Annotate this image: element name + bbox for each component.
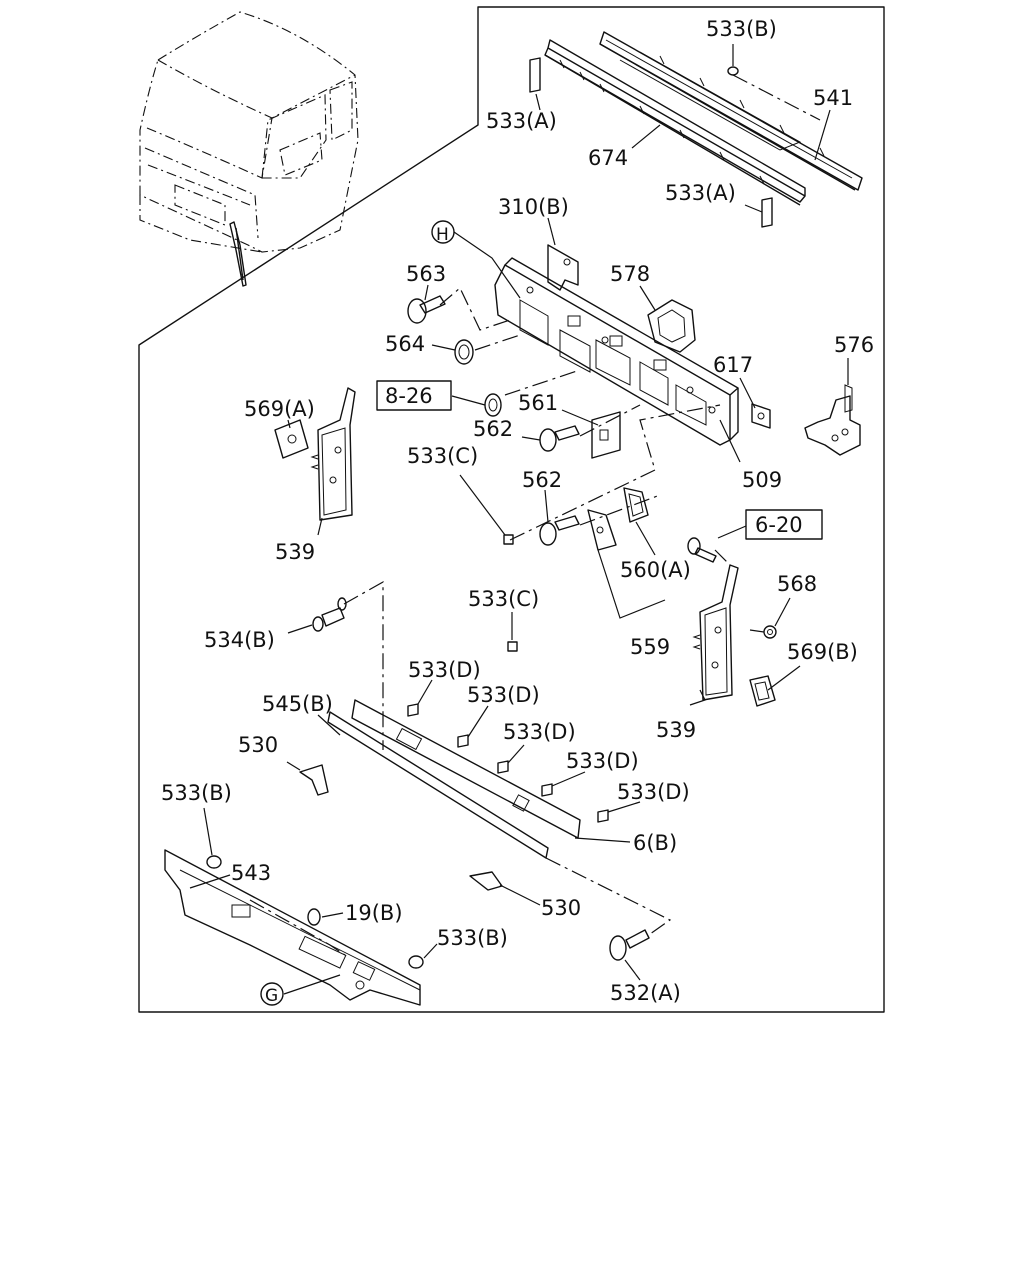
label-533C-upper: 533(C): [407, 444, 478, 468]
label-576: 576: [834, 333, 874, 357]
label-533A-right: 533(A): [665, 181, 736, 205]
part-533C-clip-upper: [503, 534, 514, 545]
part-532A-bolt: [609, 929, 650, 961]
label-539-left: 539: [275, 540, 315, 564]
part-533D-clips: [407, 703, 609, 823]
part-8-26-cap: [484, 393, 502, 417]
label-563: 563: [406, 262, 446, 286]
label-533D-3: 533(D): [503, 720, 576, 744]
part-564-grommet: [454, 339, 474, 365]
part-543-bumper-lower: [164, 849, 421, 1006]
leader-lines: [189, 44, 849, 995]
label-533B-top: 533(B): [706, 17, 777, 41]
part-533B-grommet-left: [206, 855, 222, 869]
label-533B-left: 533(B): [161, 781, 232, 805]
part-530-bracket-lower: [469, 871, 503, 891]
part-539-left-bracket: [310, 387, 356, 521]
label-533D-4: 533(D): [566, 749, 639, 773]
label-533A-top: 533(A): [486, 109, 557, 133]
ref-box-6-20: [745, 509, 823, 540]
part-569A-pad: [274, 419, 309, 459]
part-310B-bracket: [547, 244, 579, 291]
label-6-20: 6-20: [755, 513, 803, 537]
label-509: 509: [742, 468, 782, 492]
diagram-frame: [138, 6, 885, 1013]
callout-circle-h: [431, 220, 455, 244]
part-578-gasket: [647, 299, 696, 353]
label-569B: 569(B): [787, 640, 858, 664]
part-561-bracket: [591, 411, 621, 459]
part-576-bracket: [804, 384, 861, 456]
truck-cab-thumbnail: [139, 11, 359, 287]
label-559: 559: [630, 635, 670, 659]
label-541: 541: [813, 86, 853, 110]
label-6B: 6(B): [633, 831, 677, 855]
part-559-bracket: [587, 509, 617, 551]
part-563-bolt: [407, 295, 446, 324]
part-509-main-panel: [494, 257, 739, 446]
label-534B: 534(B): [204, 628, 275, 652]
label-560A: 560(A): [620, 558, 691, 582]
part-562-bolt-lower: [539, 515, 580, 546]
ref-box-8-26: [376, 380, 452, 411]
label-h: H: [436, 225, 449, 245]
label-533D-1: 533(D): [408, 658, 481, 682]
label-532A: 532(A): [610, 981, 681, 1005]
label-533D-5: 533(D): [617, 780, 690, 804]
label-569A: 569(A): [244, 397, 315, 421]
label-561: 561: [518, 391, 558, 415]
label-533B-bottom: 533(B): [437, 926, 508, 950]
label-545B: 545(B): [262, 692, 333, 716]
part-533A-clip-top: [529, 57, 541, 93]
label-19B: 19(B): [345, 901, 403, 925]
part-674-541-upper-rail: [544, 31, 863, 206]
part-19B-cap: [307, 908, 321, 926]
label-310B: 310(B): [498, 195, 569, 219]
part-568-nut: [763, 625, 777, 639]
callout-circle-g: [260, 982, 284, 1006]
part-539-right-bracket: [692, 564, 739, 701]
part-533B-grommet-bottom: [408, 955, 424, 969]
part-530-bracket-upper: [299, 764, 329, 796]
label-539-right: 539: [656, 718, 696, 742]
label-530-upper: 530: [238, 733, 278, 757]
part-534B-clip: [312, 597, 347, 632]
part-617-plate: [751, 403, 771, 429]
label-530-lower: 530: [541, 896, 581, 920]
part-533C-clip-lower: [507, 641, 518, 652]
label-617: 617: [713, 353, 753, 377]
part-6-20-bolt: [687, 537, 717, 563]
reference-boxes: [260, 220, 823, 1006]
label-543: 543: [231, 861, 271, 885]
label-562-lower: 562: [522, 468, 562, 492]
label-8-26: 8-26: [385, 384, 433, 408]
label-562-upper: 562: [473, 417, 513, 441]
part-560A-seal: [623, 487, 649, 523]
part-labels: 533(B) 541 533(A) 674 533(A) 310(B) H 56…: [161, 17, 874, 1006]
label-564: 564: [385, 332, 425, 356]
assembly-centerlines: [249, 287, 765, 956]
label-533C-lower: 533(C): [468, 587, 539, 611]
part-533B-grommet-top: [727, 66, 739, 76]
label-568: 568: [777, 572, 817, 596]
label-g: G: [265, 986, 278, 1006]
part-562-bolt-upper: [539, 425, 580, 452]
label-674: 674: [588, 146, 628, 170]
part-569B-pad: [749, 675, 776, 707]
label-533D-2: 533(D): [467, 683, 540, 707]
label-578: 578: [610, 262, 650, 286]
part-533A-clip-right: [761, 197, 773, 228]
